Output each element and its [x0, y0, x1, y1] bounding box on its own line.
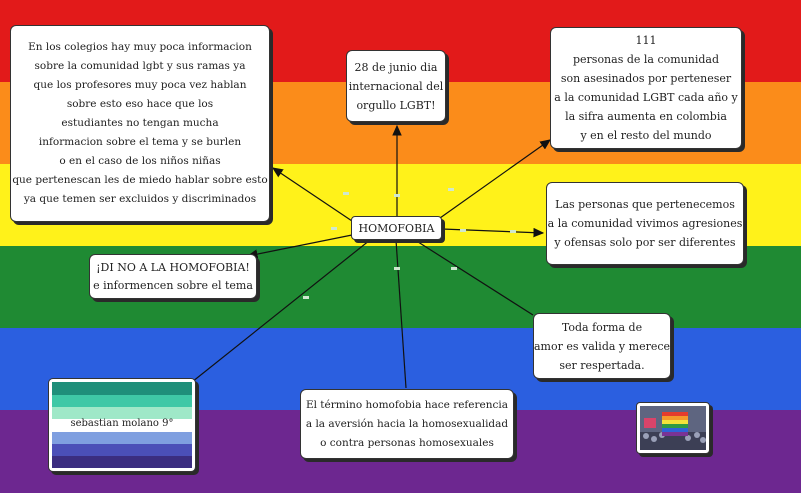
march-photo-node[interactable]: [636, 402, 710, 454]
edge-to-say-no: [246, 233, 358, 259]
flag-band-3: [52, 407, 192, 419]
pride-flag: sebastian molano 9°: [52, 382, 192, 468]
flag-label: sebastian molano 9°: [70, 418, 174, 429]
node-love[interactable]: Toda forma de amor es valida y merece se…: [533, 313, 671, 379]
node-killed[interactable]: 111 personas de la comunidad son asesina…: [550, 27, 742, 149]
flag-band-2: [52, 395, 192, 407]
flag-band-6: [52, 444, 192, 456]
node-definition[interactable]: El término homofobia hace referencia a l…: [300, 389, 514, 459]
flag-band-5: [52, 432, 192, 444]
edge-to-schools: [272, 167, 356, 224]
edge-to-aggressions: [441, 227, 545, 238]
flag-band-4: [52, 419, 192, 432]
crowd-rainbow-flag-image: [640, 406, 706, 450]
edge-to-love: [414, 239, 534, 316]
node-schools[interactable]: En los colegios hay muy poca informacion…: [10, 25, 270, 222]
center-node[interactable]: HOMOFOBIA: [351, 216, 442, 240]
flag-image-node[interactable]: sebastian molano 9°: [48, 378, 196, 472]
edge-to-flag: [191, 239, 371, 383]
march-photo: [640, 406, 706, 450]
node-say-no[interactable]: ¡DI NO A LA HOMOFOBIA! e informencen sob…: [89, 254, 257, 299]
node-aggressions[interactable]: Las personas que pertenecemos a la comun…: [546, 182, 744, 265]
flag-band-7: [52, 456, 192, 468]
edge-to-definition: [395, 239, 407, 389]
edge-to-killed: [439, 139, 551, 219]
node-june28[interactable]: 28 de junio dia internacional del orgull…: [346, 50, 446, 122]
flag-band-1: [52, 382, 192, 395]
